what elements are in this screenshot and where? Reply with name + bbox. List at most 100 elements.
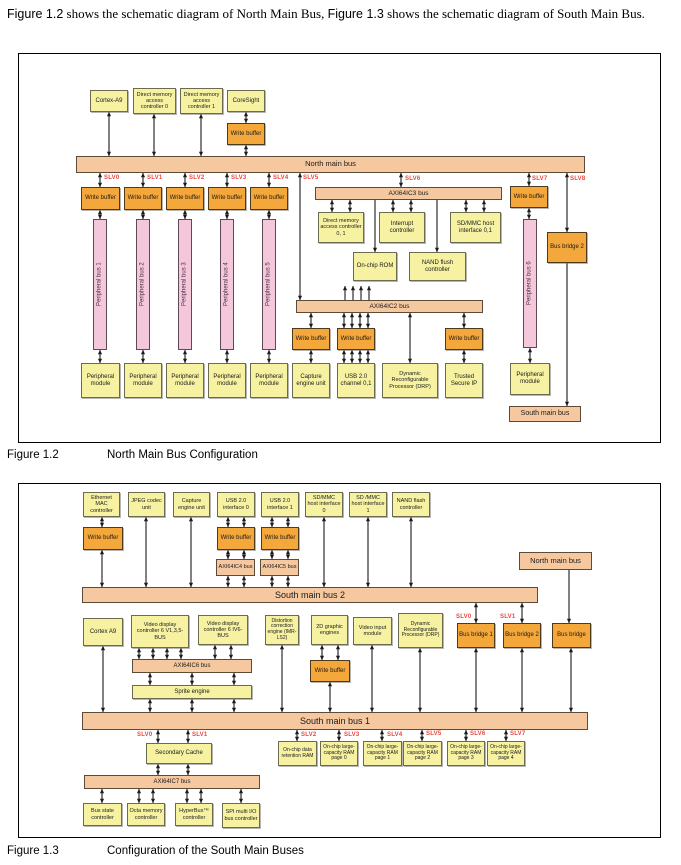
slv-label: SLV4 <box>273 175 289 181</box>
slv-label: SLV6 <box>470 731 486 737</box>
box-usb-2-0-interface-1: USB 2.0 interface 1 <box>261 492 299 517</box>
box-on-chip-large-capacity-ram-page-4: On-chip large-capacity RAM page 4 <box>487 741 525 766</box>
box-video-display-controller-6-v1-3-5-bus: Video display controller 6 V1,3,5-BUS <box>131 615 189 648</box>
box-axi64ic7-bus: AXI64IC7 bus <box>84 775 260 789</box>
box-interrupt-controller: Interrupt controller <box>379 212 425 243</box>
box-write-buffer: Write buffer <box>166 187 204 210</box>
slv-label: SLV3 <box>344 732 360 738</box>
box-on-chip-data-retention-ram: On-chip data retention RAM <box>278 741 317 766</box>
box-video-input-module: Video input module <box>353 617 392 645</box>
slv-label: SLV0 <box>104 175 120 181</box>
box-nand-flash-controller: NAND flash controller <box>392 492 430 517</box>
slv-label: SLV5 <box>426 731 442 737</box>
box-peripheral-module: Peripheral module <box>250 363 288 398</box>
box-trusted-secure-ip: Trusted Secure IP <box>445 363 483 398</box>
caption-title: Configuration of the South Main Buses <box>107 845 304 857</box>
figure-1-2-reference: Figure 1.2 <box>7 7 64 21</box>
slv-label: SLV1 <box>147 175 163 181</box>
slv-label: SLV1 <box>500 614 516 620</box>
box-video-display-controller-6-iv6-bus: Video display controller 6 IV6-BUS <box>198 615 248 645</box>
box-cortex-a9: Cortex A9 <box>83 618 123 646</box>
box-on-chip-large-capacity-ram-page-1: On-chip large-capacity RAM page 1 <box>363 741 402 766</box>
box-secondary-cache: Secondary Cache <box>146 743 212 764</box>
box-peripheral-module: Peripheral module <box>124 363 162 398</box>
slv-label: SLV5 <box>303 175 319 181</box>
box-bus-bridge-1: Bus bridge 1 <box>457 623 495 648</box>
box-north-main-bus: North main bus <box>76 156 585 173</box>
box-direct-memory-access-controller-1: Direct memory access controller 1 <box>180 88 223 114</box>
slv-label: SLV2 <box>301 732 317 738</box>
slv-label: SLV7 <box>510 731 526 737</box>
box-axi64ic2-bus: AXI64IC2 bus <box>296 300 483 313</box>
box-south-main-bus-2: South main bus 2 <box>82 587 538 603</box>
box-write-buffer: Write buffer <box>445 328 483 350</box>
box-south-main-bus-1: South main bus 1 <box>82 712 588 730</box>
box-write-buffer: Write buffer <box>81 187 120 210</box>
figure-1-3-reference: Figure 1.3 <box>327 7 384 21</box>
figure-1-2-caption: Figure 1.2 North Main Bus Configuration <box>7 449 258 461</box>
caption-title: North Main Bus Configuration <box>107 449 258 461</box>
box-nand-flush-controller: NAND flush controller <box>409 252 466 281</box>
slv-label: SLV4 <box>387 732 403 738</box>
box-spi-multi-i-o-bus-controller: SPI multi I/O bus controller <box>222 803 260 828</box>
box-write-buffer: Write buffer <box>261 527 299 550</box>
box-peripheral-module: Peripheral module <box>81 363 120 398</box>
box-peripheral-module: Peripheral module <box>510 363 550 395</box>
box-usb-2-0-channel-0-1: USB 2.0 channel 0,1 <box>337 363 375 398</box>
slv-label: SLV7 <box>532 176 548 182</box>
box-dynamic-reconfigurable-processor-drp: Dynamic Reconfigurable Processor (DRP) <box>398 613 443 648</box>
intro-text-2: shows the schematic diagram of South Mai… <box>383 6 645 21</box>
intro-text-1: shows the schematic diagram of North Mai… <box>63 6 328 21</box>
box-sd-mmc-host-interface-0: SD/MMC host interface 0 <box>305 492 343 517</box>
caption-label: Figure 1.2 <box>7 449 59 461</box>
slv-label: SLV0 <box>137 732 153 738</box>
box-write-buffer: Write buffer <box>510 186 548 208</box>
slv-label: SLV0 <box>456 614 472 620</box>
box-ethernet-mac-controller: Ethernet MAC controller <box>83 492 120 517</box>
box-bus-bridge: Bus bridge <box>552 623 591 648</box>
box-peripheral-module: Peripheral module <box>208 363 246 398</box>
box-axi64ic5-bus: AXI64IC5 bus <box>260 559 299 576</box>
box-write-buffer: Write buffer <box>310 660 350 682</box>
slv-label: SLV2 <box>189 175 205 181</box>
box-sd-mmc-host-interface-0-1: SD/MMC host interface 0,1 <box>450 212 501 243</box>
box-on-chip-large-capacity-ram-page-3: On-chip large-capacity RAM page 3 <box>447 741 485 766</box>
box-write-buffer: Write buffer <box>227 123 265 145</box>
box-dynamic-reconfigurable-processor-drp: Dynamic Reconfigurable Processor (DRP) <box>382 363 438 398</box>
box-direct-memory-access-controller-0: Direct memory access controller 0 <box>133 88 176 114</box>
box-octa-memory-controller: Octa memory controller <box>127 803 165 826</box>
box-axi64ic6-bus: AXI64IC6 bus <box>132 659 252 673</box>
box-peripheral-module: Peripheral module <box>166 363 204 398</box>
box-sd-mmc-host-interface-1: SD /MMC host interface 1 <box>349 492 387 517</box>
box-jpeg-codec-unit: JPEG codec unit <box>128 492 165 517</box>
box-sprite-engine: Sprite engine <box>132 685 252 699</box>
box-write-buffer: Write buffer <box>208 187 246 210</box>
box-write-buffer: Write buffer <box>217 527 255 550</box>
box-write-buffer: Write buffer <box>292 328 330 350</box>
box-cortex-a9: Cortex-A9 <box>90 90 128 112</box>
box-write-buffer: Write buffer <box>250 187 288 210</box>
box-distortion-correction-engine-imr-ls2: Distortion correction engine (IMR-LS2) <box>265 615 299 645</box>
box-bus-state-controller: Bus state controller <box>83 803 122 826</box>
figure-1-3-caption: Figure 1.3 Configuration of the South Ma… <box>7 845 304 857</box>
box-bus-bridge-2: Bus bridge 2 <box>503 623 541 648</box>
box-on-chip-large-capacity-ram-page-2: On-chip large-capacity RAM page 2 <box>403 741 442 766</box>
box-axi64ic4-bus: AXI64IC4 bus <box>216 559 255 576</box>
slv-label: SLV3 <box>231 175 247 181</box>
box-write-buffer: Write buffer <box>83 527 123 550</box>
box-south-main-bus: South main bus <box>509 406 581 422</box>
box-north-main-bus: North main bus <box>519 552 592 570</box>
box-hyperbus-controller: HyperBus™ controller <box>175 803 213 826</box>
slv-label: SLV6 <box>405 176 421 182</box>
box-write-buffer: Write buffer <box>124 187 162 210</box>
box-axi64ic3-bus: AXI64IC3 bus <box>315 187 502 200</box>
box-capture-engine-unit: Capture engine unit <box>292 363 330 398</box>
box-direct-memory-access-controller-0-1: Direct memory access controller 0, 1 <box>318 212 364 243</box>
box-bus-bridge-2: Bus bridge 2 <box>547 232 587 263</box>
box-2d-graphic-engines: 2D graphic engines <box>311 615 348 645</box>
intro-paragraph: Figure 1.2 shows the schematic diagram o… <box>7 4 665 25</box>
box-usb-2-0-interface-0: USB 2.0 interface 0 <box>217 492 255 517</box>
